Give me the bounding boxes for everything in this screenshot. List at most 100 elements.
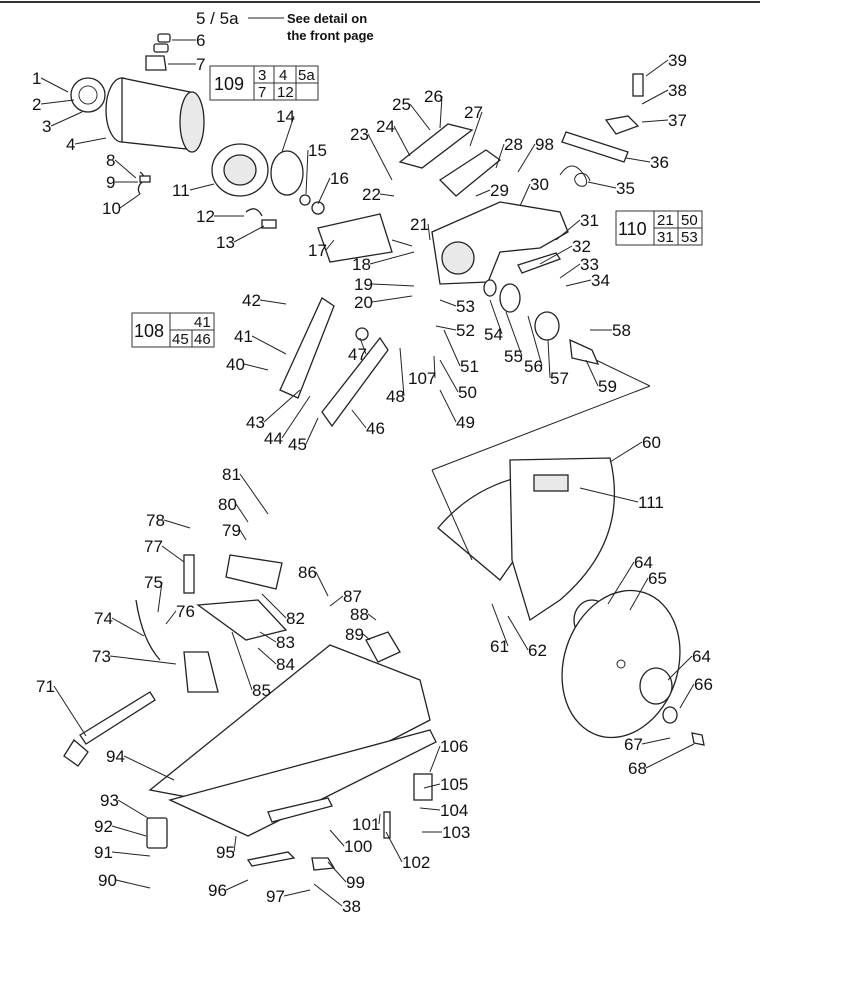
part-label-86: 86	[298, 563, 317, 582]
leader-line-43	[263, 389, 301, 423]
leader-line-34	[565, 279, 592, 287]
leader-line-56	[527, 315, 543, 367]
group-110-r2c1: 31	[657, 229, 674, 246]
leader-line-107	[433, 355, 436, 379]
armature-rotor	[299, 194, 413, 263]
part-label-104: 104	[440, 801, 468, 820]
leader-line-92	[111, 825, 147, 837]
leader-line-17	[325, 239, 335, 251]
leader-line-21	[427, 223, 431, 241]
leader-line-78	[163, 519, 191, 529]
group-110-r1c1: 21	[657, 212, 674, 229]
leader-line-55	[505, 311, 523, 357]
part-label-73: 73	[92, 647, 111, 666]
leader-line-62	[507, 615, 529, 651]
leader-line-16	[317, 177, 331, 205]
part-label-32: 32	[572, 237, 591, 256]
part-label-7: 7	[196, 55, 205, 74]
part-label-64: 64	[692, 647, 711, 666]
part-label-48: 48	[386, 387, 405, 406]
leader-line-41	[251, 335, 287, 355]
part-label-39: 39	[668, 51, 687, 70]
part-label-71: 71	[36, 677, 55, 696]
switch-handle	[279, 297, 389, 428]
bearings-and-spindle	[483, 252, 600, 365]
part-label-54: 54	[484, 325, 503, 344]
part-label-22: 22	[362, 185, 381, 204]
leader-line-66	[679, 683, 695, 709]
leader-line-74	[111, 617, 145, 637]
leader-line-65	[629, 577, 649, 611]
leader-line-61	[491, 603, 509, 647]
part-label-35: 35	[616, 179, 635, 198]
part-label-30: 30	[530, 175, 549, 194]
leader-line-27	[469, 111, 483, 147]
leader-line-39	[645, 59, 669, 77]
leader-line-32	[539, 245, 573, 265]
leader-line-52	[435, 325, 457, 331]
part-label-61: 61	[490, 637, 509, 656]
part-label-8: 8	[106, 151, 115, 170]
leader-line-19	[371, 283, 415, 287]
part-label-59: 59	[598, 377, 617, 396]
leader-line-48	[399, 347, 405, 397]
part-label-62: 62	[528, 641, 547, 660]
part-label-24: 24	[376, 117, 395, 136]
part-label-31: 31	[580, 211, 599, 230]
leader-line-97	[283, 889, 311, 897]
leader-line-49	[439, 389, 457, 423]
leader-line-100	[329, 829, 345, 847]
leader-line-111	[579, 487, 639, 503]
part-label-87: 87	[343, 587, 362, 606]
group-110-r2c2: 53	[681, 229, 698, 246]
group-109-id: 109	[214, 74, 244, 94]
part-label-12: 12	[196, 207, 215, 226]
group-108-r2c2: 46	[194, 331, 211, 348]
leader-line-89	[362, 633, 371, 641]
leader-line-71	[53, 685, 87, 737]
leader-line-81	[239, 473, 269, 515]
part-label-44: 44	[264, 429, 283, 448]
leader-line-31	[555, 219, 581, 241]
leader-line-68	[645, 743, 695, 769]
part-label-11: 11	[172, 181, 190, 200]
leader-line-88	[367, 613, 377, 621]
part-label-28: 28	[504, 135, 523, 154]
part-label-107: 107	[408, 369, 436, 388]
leader-line-87	[329, 595, 344, 607]
leader-line-59	[585, 359, 599, 387]
leader-line-73	[109, 655, 177, 665]
note-line-1: See detail on	[287, 11, 367, 26]
part-label-93: 93	[100, 791, 119, 810]
part-label-97: 97	[266, 887, 285, 906]
part-label-25: 25	[392, 95, 411, 114]
part-label-55a: 5 / 5a	[196, 9, 239, 28]
guard-to-spindle-line	[431, 385, 651, 471]
leader-line-80	[235, 503, 249, 523]
group-110-table: 110 21 50 31 53	[615, 210, 703, 246]
part-label-51: 51	[460, 357, 479, 376]
leader-line-25	[409, 103, 431, 131]
part-label-90: 90	[98, 871, 117, 890]
leader-line-91	[111, 851, 151, 857]
leader-line-10	[119, 193, 141, 209]
leader-line-15	[305, 149, 309, 195]
leader-line-98	[517, 143, 536, 173]
leader-line-11	[189, 183, 215, 191]
leader-line-90	[115, 879, 151, 889]
part-label-96: 96	[208, 881, 227, 900]
part-label-34: 34	[591, 271, 610, 290]
leader-line-20	[371, 295, 413, 303]
part-label-18: 18	[352, 255, 371, 274]
part-label-79: 79	[222, 521, 241, 540]
part-label-78: 78	[146, 511, 165, 530]
leader-lines	[40, 39, 695, 907]
part-label-47: 47	[348, 345, 367, 364]
leader-line-37	[641, 119, 669, 123]
leader-line-77	[161, 545, 185, 563]
leader-line-106	[429, 745, 441, 773]
part-label-42: 42	[242, 291, 261, 310]
leader-line-104	[419, 807, 441, 811]
